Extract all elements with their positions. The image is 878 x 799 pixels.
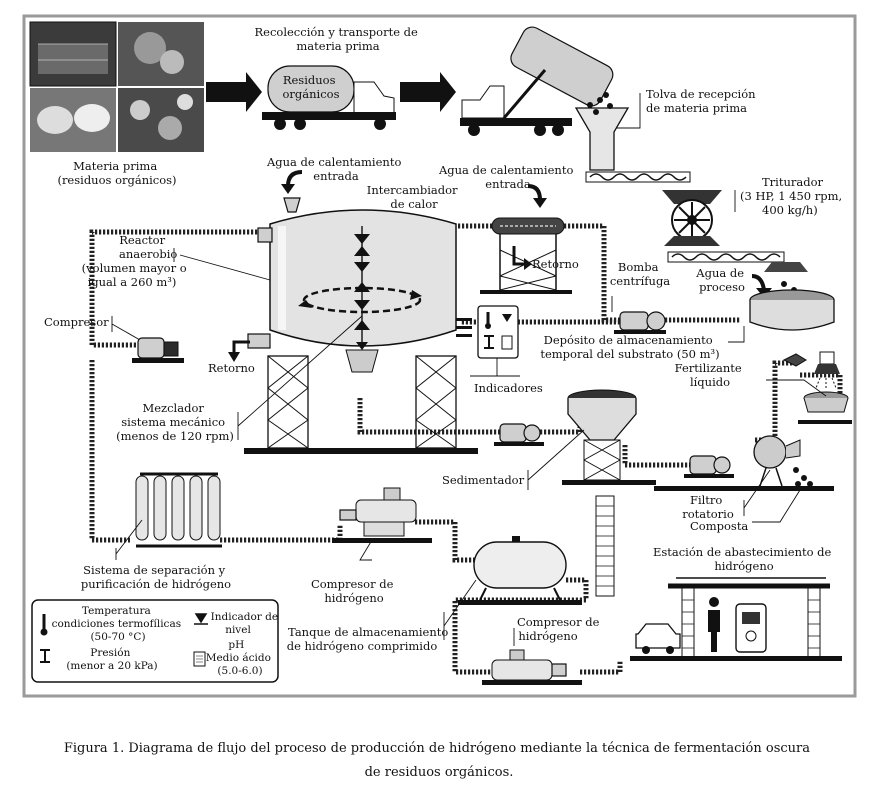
compressor-label: Compresor [44, 315, 109, 329]
hopper-icon [574, 92, 630, 171]
fertilizer-label: Fertilizante líquido [675, 361, 746, 389]
storage-label: Depósito de almacenamiento temporal del … [540, 333, 719, 361]
flow-arrow-icon [400, 72, 456, 112]
pressure-icon [484, 335, 494, 349]
storage-tank-icon [749, 262, 835, 331]
separation-label: Sistema de separación y purificación de … [81, 563, 231, 591]
tanker-truck-icon [262, 65, 396, 130]
legend-temperature: Temperatura condiciones termofílicas (50… [52, 605, 185, 643]
legend-ph: pH Medio ácido (5.0-6.0) [206, 639, 275, 677]
raw-material-photos [29, 21, 204, 152]
heat-exchanger-label: Intercambiador de calor [367, 183, 461, 211]
return-2-label: Retorno [208, 361, 255, 375]
collection-label: Recolección y transporte de materia prim… [255, 25, 422, 53]
curved-arrow-icon [751, 274, 766, 291]
flow-arrow-icon [206, 72, 262, 112]
level-icon [194, 613, 208, 625]
legend-box [31, 599, 279, 683]
rotary-filter-label: Filtro rotatorio [682, 493, 734, 521]
station-label: Estación de abastecimiento de hidrógeno [653, 545, 835, 573]
ph-icon [501, 335, 513, 350]
curved-arrow-icon [527, 184, 542, 201]
filter-pump-icon [684, 455, 734, 478]
reactor-label: Reactor anaerobio (volumen mayor o igual… [82, 233, 191, 289]
separation-system-icon [135, 472, 222, 548]
pressure-icon [40, 649, 50, 663]
process-water-label: Agua de proceso [695, 266, 747, 294]
hydrogen-compressor-icon [332, 487, 432, 543]
h2-tank-label: Tanque de almacenamiento de hidrógeno co… [287, 625, 452, 653]
rotary-filter-icon [654, 435, 834, 491]
fertilizer-icon [782, 351, 852, 424]
screw-conveyor-icon [585, 171, 785, 263]
legend-level: Indicador de nivel [211, 611, 282, 636]
compressor-icon [132, 337, 184, 363]
legend-pressure: Presión (menor a 20 kPa) [66, 647, 157, 672]
h2-compressor-1-label: Compresor de hidrógeno [311, 577, 397, 605]
grinder-label: Triturador (3 HP, 1 450 rpm, 400 kg/h) [740, 175, 846, 217]
person-icon [709, 597, 719, 607]
curved-arrow-icon [286, 170, 303, 187]
settler-label: Sedimentador [442, 473, 525, 487]
indicators-label: Indicadores [474, 381, 543, 395]
hydrogen-compressor-2-icon [482, 649, 582, 685]
indicators-panel [477, 305, 519, 359]
grinder-icon [662, 190, 722, 246]
return-arrow-icon [232, 340, 250, 356]
fuel-dispenser-icon [735, 603, 767, 653]
centrifugal-pump-icon [614, 311, 666, 334]
chimney-icon [595, 495, 615, 597]
level-icon [502, 314, 512, 322]
h2-compressor-2-label: Compresor de hidrógeno [517, 615, 603, 643]
pump-label: Bomba centrífuga [610, 260, 670, 288]
hydrogen-station-icon [630, 577, 842, 661]
hopper-label: Tolva de recepción de materia prima [646, 87, 759, 115]
return-1-label: Retorno [532, 257, 579, 271]
settler-icon [562, 389, 656, 485]
dump-truck-icon [460, 26, 614, 136]
heating-water-1-label: Agua de calentamiento entrada [266, 155, 405, 183]
truck-tank-label: Residuos orgánicos [283, 73, 340, 101]
compost-label: Composta [690, 519, 748, 533]
figure-caption: Figura 1. Diagrama de flujo del proceso … [64, 741, 814, 780]
mixer-label: Mezclador sistema mecánico (menos de 120… [116, 401, 234, 443]
raw-material-label: Materia prima (residuos orgánicos) [57, 159, 176, 187]
settler-pump-icon [494, 423, 544, 446]
heating-water-2-label: Agua de calentamiento entrada [438, 163, 577, 191]
car-icon [635, 623, 681, 649]
hydrogen-tank-icon [458, 536, 582, 605]
return-arrow-icon [512, 246, 526, 266]
